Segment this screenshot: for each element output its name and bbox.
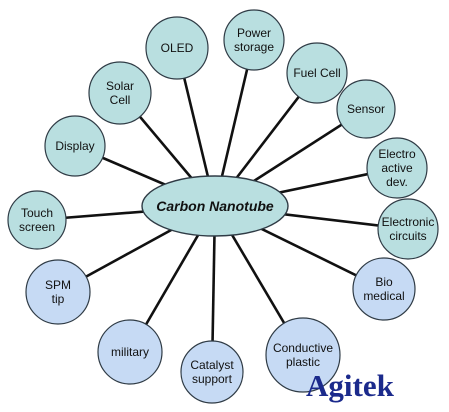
node-fuel-cell: Fuel Cell (286, 42, 348, 104)
node-circle-oled (145, 16, 209, 80)
node-label-sensor: Sensor (347, 102, 385, 116)
node-label-line: Solar (106, 79, 134, 93)
node-label-oled: OLED (161, 41, 194, 55)
node-circle-bio-medical (352, 257, 416, 321)
node-label-display: Display (55, 139, 94, 153)
center-node: Carbon Nanotube (141, 175, 289, 237)
node-label-line: Sensor (347, 102, 385, 116)
node-label-military: military (111, 345, 149, 359)
node-label-line: dev. (386, 175, 408, 189)
node-label-line: military (111, 345, 149, 359)
node-military: military (97, 319, 163, 385)
node-label-line: active (381, 161, 413, 175)
node-circle-spm-tip (25, 259, 91, 325)
node-label-line: storage (234, 40, 274, 54)
node-label-line: support (192, 372, 233, 386)
node-label-line: Electro (378, 147, 416, 161)
node-sensor: Sensor (336, 79, 396, 139)
node-label-fuel-cell: Fuel Cell (293, 66, 340, 80)
node-circle-fuel-cell (286, 42, 348, 104)
node-label-line: Fuel Cell (293, 66, 340, 80)
node-label-line: SPM (45, 278, 71, 292)
node-label-line: Catalyst (190, 358, 234, 372)
node-label-line: medical (363, 289, 404, 303)
node-label-line: plastic (286, 355, 320, 369)
node-label-line: Touch (21, 206, 53, 220)
center-ellipse (141, 175, 289, 237)
node-label-line: screen (19, 220, 55, 234)
node-display: Display (44, 115, 106, 177)
node-label-line: Bio (375, 275, 393, 289)
node-circle-display (44, 115, 106, 177)
node-circle-electroactive (366, 137, 428, 199)
node-label-line: circuits (389, 229, 426, 243)
node-circle-touch-screen (7, 190, 67, 250)
node-circle-power-storage (223, 9, 285, 71)
node-label-line: Conductive (273, 341, 333, 355)
node-label-line: tip (52, 292, 65, 306)
node-label-line: Cell (110, 93, 131, 107)
node-oled: OLED (145, 16, 209, 80)
node-label-line: Display (55, 139, 94, 153)
agitek-logo: Agitek (306, 368, 395, 403)
node-circle-catalyst (180, 340, 244, 404)
node-circle-solar-cell (88, 61, 152, 125)
node-circle-conductive (265, 317, 341, 393)
node-circle-sensor (336, 79, 396, 139)
node-label-line: Power (237, 26, 271, 40)
node-circle-electronic (377, 198, 439, 260)
node-circle-military (97, 319, 163, 385)
node-label-line: Electronic (382, 215, 435, 229)
center-label: Carbon Nanotube (156, 198, 274, 214)
node-label-line: OLED (161, 41, 194, 55)
